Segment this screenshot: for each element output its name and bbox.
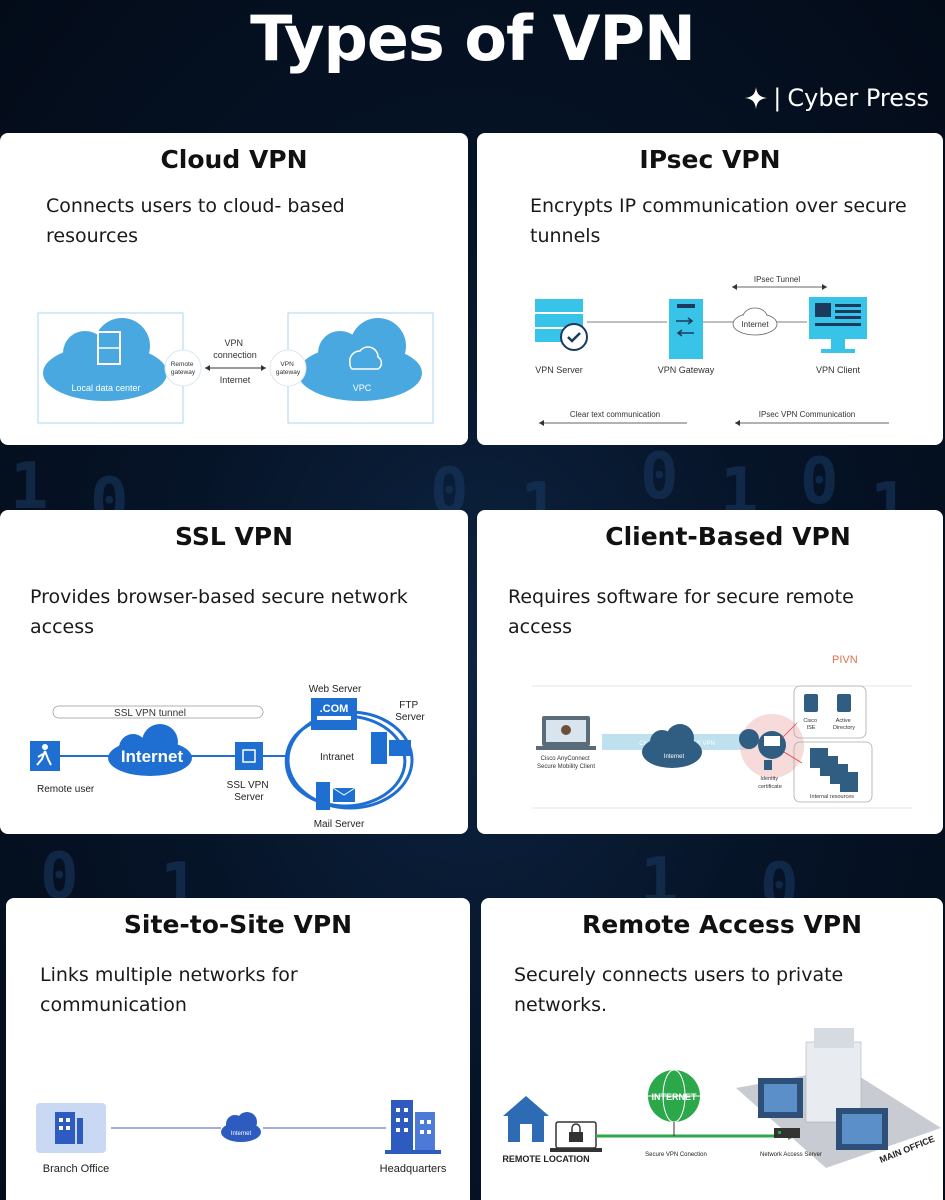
vpc-label: VPC (353, 383, 372, 393)
card-description: Links multiple networks for communicatio… (40, 964, 298, 1016)
headquarters-label: Headquarters (380, 1163, 447, 1175)
internet-cloud-icon (732, 307, 778, 336)
card-description: Connects users to cloud- based resources (46, 195, 345, 247)
ssl-vpn-diagram: SSL VPN tunnel Remote user Internet SSL … (30, 684, 425, 830)
remote-location-label: REMOTE LOCATION (502, 1154, 589, 1164)
web-server-icon (311, 698, 357, 730)
secure-vpn-connection-label: Secure VPN Conection (645, 1152, 707, 1158)
local-datacenter-cloud-icon (43, 318, 167, 401)
card-description: Securely connects users to private netwo… (514, 964, 844, 1016)
vpn-client-label: VPN Client (816, 365, 861, 375)
remote-access-vpn-diagram: MAIN OFFICE REMOTE LOCATION INTERNET Sec… (502, 1028, 941, 1168)
vpn-client-monitor-icon (809, 297, 867, 353)
site-to-site-vpn-diagram: Branch Office Internet Headquarters (36, 1100, 447, 1175)
vpn-connection-label: VPN connection (213, 338, 257, 360)
network-access-server-icon (774, 1128, 800, 1138)
internal-resources-label: Internal resources (810, 794, 854, 800)
asa-firewall-icon (739, 729, 786, 759)
brand: | Cyber Press (745, 84, 929, 112)
internet-label: Internet (220, 375, 251, 385)
vpn-server-label: VPN Server (535, 365, 583, 375)
identity-certificate-icon (764, 760, 772, 770)
ftp-server-icon (371, 732, 411, 764)
laptop-user-icon (536, 716, 596, 750)
ssl-vpn-server-icon (235, 742, 263, 770)
mail-server-icon (316, 782, 356, 810)
ipsec-tunnel-label: IPsec Tunnel (754, 275, 800, 284)
card-title: SSL VPN (174, 522, 294, 551)
com-label: .COM (320, 703, 349, 715)
intranet-label: Intranet (320, 752, 354, 763)
internet-label: Internet (741, 320, 769, 329)
card-title: IPsec VPN (639, 145, 781, 174)
internet-cloud-icon (642, 724, 702, 768)
remote-gateway-label: Remote gateway (171, 361, 196, 376)
card-description: Requires software for secure remote acce… (508, 586, 854, 638)
headquarters-icon (385, 1100, 441, 1154)
web-server-label: Web Server (309, 684, 362, 695)
brand-separator: | (773, 84, 782, 112)
internet-label: INTERNET (652, 1092, 698, 1102)
laptop-lock-icon (550, 1121, 602, 1152)
ftp-server-label: FTP Server (395, 700, 425, 723)
internet-globe-icon (648, 1069, 700, 1123)
branch-office-label: Branch Office (43, 1163, 109, 1175)
anyconnect-client-label: Cisco AnyConnect Secure Mobility Client (537, 756, 595, 770)
ipsec-communication-label: IPsec VPN Communication (759, 410, 855, 419)
active-directory-label: Active Directory (833, 718, 855, 731)
brand-name: Cyber Press (787, 84, 929, 112)
card-site-to-site-vpn: Site-to-Site VPN Links multiple networks… (6, 898, 470, 1200)
vpn-gateway-label: VPN gateway (276, 361, 301, 376)
remote-user-label: Remote user (37, 784, 95, 795)
vpn-gateway-label: VPN Gateway (658, 365, 715, 375)
clear-text-label: Clear text communication (570, 410, 660, 419)
card-title: Cloud VPN (160, 145, 308, 174)
page-title: Types of VPN (250, 2, 696, 75)
card-title: Client-Based VPN (605, 522, 851, 551)
cisco-ise-label: Cisco ISE (803, 718, 818, 731)
card-title: Remote Access VPN (581, 910, 863, 939)
cisco-ise-icon (793, 685, 867, 739)
ssl-vpn-server-label: SSL VPN Server (227, 780, 272, 803)
mail-server-label: Mail Server (314, 819, 365, 830)
ssl-tunnel-label: SSL VPN tunnel (114, 708, 186, 719)
identity-certificate-label: Identity certificate (758, 776, 782, 790)
internet-label: Internet (121, 747, 184, 766)
cloud-vpn-diagram: Local data center VPC Remote gateway VPN… (37, 312, 434, 424)
card-client-based-vpn: Client-Based VPN Requires software for s… (477, 510, 943, 834)
card-ipsec-vpn: IPsec VPN Encrypts IP communication over… (477, 133, 943, 445)
card-description: Encrypts IP communication over secure tu… (530, 195, 907, 247)
internet-cloud-icon (108, 724, 192, 776)
card-title: Site-to-Site VPN (123, 910, 353, 939)
remote-house-icon (503, 1096, 549, 1142)
internet-label: Internet (231, 1131, 252, 1137)
local-datacenter-label: Local data center (71, 383, 140, 393)
internal-resources-icon (793, 741, 873, 803)
card-remote-access-vpn: Remote Access VPN Securely connects user… (481, 898, 943, 1200)
remote-user-icon (30, 741, 60, 771)
pivn-mark: PIVN (832, 654, 858, 666)
ipsec-vpn-diagram: IPsec Tunnel Internet (535, 275, 889, 426)
card-ssl-vpn: SSL VPN Provides browser-based secure ne… (0, 510, 468, 834)
network-access-server-label: Network Access Server (760, 1152, 822, 1158)
vpn-gateway-icon (669, 299, 703, 359)
vpc-cloud-icon (298, 318, 422, 401)
main-office-buildings-icon (736, 1028, 941, 1168)
card-cloud-vpn: Cloud VPN Connects users to cloud- based… (0, 133, 468, 445)
card-description: Provides browser-based secure network ac… (30, 586, 408, 638)
sparkle-icon (745, 87, 768, 109)
branch-office-icon (36, 1103, 106, 1153)
client-based-vpn-diagram: PIVN Cisco AnyConnect Secure Mobility Cl… (532, 654, 912, 809)
vpn-server-icon (535, 299, 588, 351)
internet-label: Internet (664, 754, 685, 760)
internet-cloud-icon (221, 1112, 261, 1142)
